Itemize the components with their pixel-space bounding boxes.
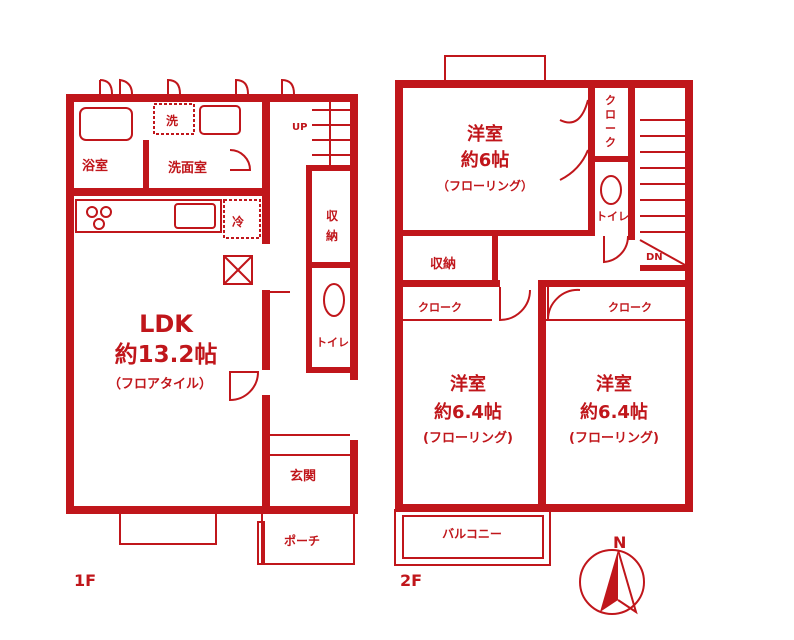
range-hood-icon (223, 255, 253, 285)
washroom-label: 洗面室 (168, 160, 207, 176)
room2-size: 約6.4帖 (434, 401, 502, 423)
room2-floor: (フローリング) (423, 430, 513, 446)
washer-icon (153, 103, 195, 135)
room3-size: 約6.4帖 (580, 401, 648, 423)
wall (262, 94, 270, 244)
wall (66, 188, 270, 196)
wall (685, 80, 693, 512)
stairs-down-label: DN (646, 252, 663, 263)
wall (306, 367, 356, 373)
wall (395, 280, 500, 287)
compass-icon: N (579, 533, 645, 615)
wall (640, 265, 693, 271)
floor-2-label: 2F (400, 571, 422, 590)
wall (350, 440, 358, 514)
porch-label: ポーチ (284, 533, 320, 548)
porch-door (257, 521, 265, 565)
wall (350, 170, 358, 380)
fridge-label: 冷 (232, 214, 244, 229)
sink-icon (174, 203, 216, 229)
window (119, 511, 217, 545)
wall (538, 280, 546, 510)
floor-2: 洋室 約6帖 （フローリング） ク ロ ー ク トイレ DN 収納 クローク ク… (394, 55, 693, 590)
wall (262, 395, 270, 514)
wall (395, 80, 693, 88)
sink-icon (199, 105, 241, 135)
closet-char: ク (605, 136, 616, 149)
door-swing (229, 371, 260, 402)
wall (66, 506, 358, 514)
wall (540, 280, 693, 287)
storage-label: 収 (326, 209, 339, 223)
wall (262, 290, 270, 370)
wall (395, 80, 403, 512)
toilet-icon (600, 175, 622, 205)
toilet-icon (323, 283, 345, 317)
ldk-floor: （フロアタイル） (108, 376, 212, 392)
wall (588, 156, 632, 162)
entrance-label: 玄関 (290, 468, 316, 484)
room3-name: 洋室 (596, 373, 632, 395)
window (444, 55, 546, 85)
washer-label: 洗 (166, 113, 178, 128)
closet-label-vertical: ク ロ ー ク (605, 94, 616, 149)
stove-icon (86, 206, 98, 218)
stairs-icon (312, 100, 350, 165)
closet-left-label: クローク (418, 301, 462, 314)
storage-label: 納 (326, 228, 338, 243)
fridge-icon (223, 199, 261, 239)
wall (66, 94, 74, 514)
closet-char: ク (605, 94, 616, 107)
floor-1-label: 1F (74, 571, 96, 590)
toilet-label: トイレ (596, 210, 629, 223)
wall (306, 165, 356, 171)
stairs-icon (639, 119, 686, 266)
bathtub-icon (79, 107, 133, 141)
storage-label: 収納 (430, 256, 456, 272)
ldk-name: LDK (139, 310, 194, 338)
wall (66, 94, 358, 102)
closet-char: ロ (605, 108, 616, 121)
closet-right-label: クローク (608, 301, 652, 314)
wall (350, 94, 358, 174)
north-label: N (613, 533, 626, 552)
wall (306, 165, 312, 373)
toilet-label: トイレ (316, 336, 349, 349)
stairs-up-label: UP (292, 122, 307, 133)
ldk-size: 約13.2帖 (115, 341, 218, 368)
kitchen-counter (75, 199, 222, 233)
closet-char: ー (605, 122, 616, 135)
wall (306, 262, 356, 268)
wall (143, 140, 149, 192)
room1-name: 洋室 (467, 123, 503, 145)
room3-floor: (フローリング) (569, 430, 659, 446)
room1-floor: （フローリング） (437, 178, 533, 193)
balcony-label: バルコニー (442, 527, 502, 541)
floor-1: 浴室 洗面室 洗 冷 LDK 約13.2帖 （フロアタイル） UP 収 納 トイ… (66, 78, 358, 590)
wall (492, 232, 498, 286)
bath-label: 浴室 (82, 158, 108, 174)
room2-name: 洋室 (450, 373, 486, 395)
room1-size: 約6帖 (461, 149, 510, 171)
